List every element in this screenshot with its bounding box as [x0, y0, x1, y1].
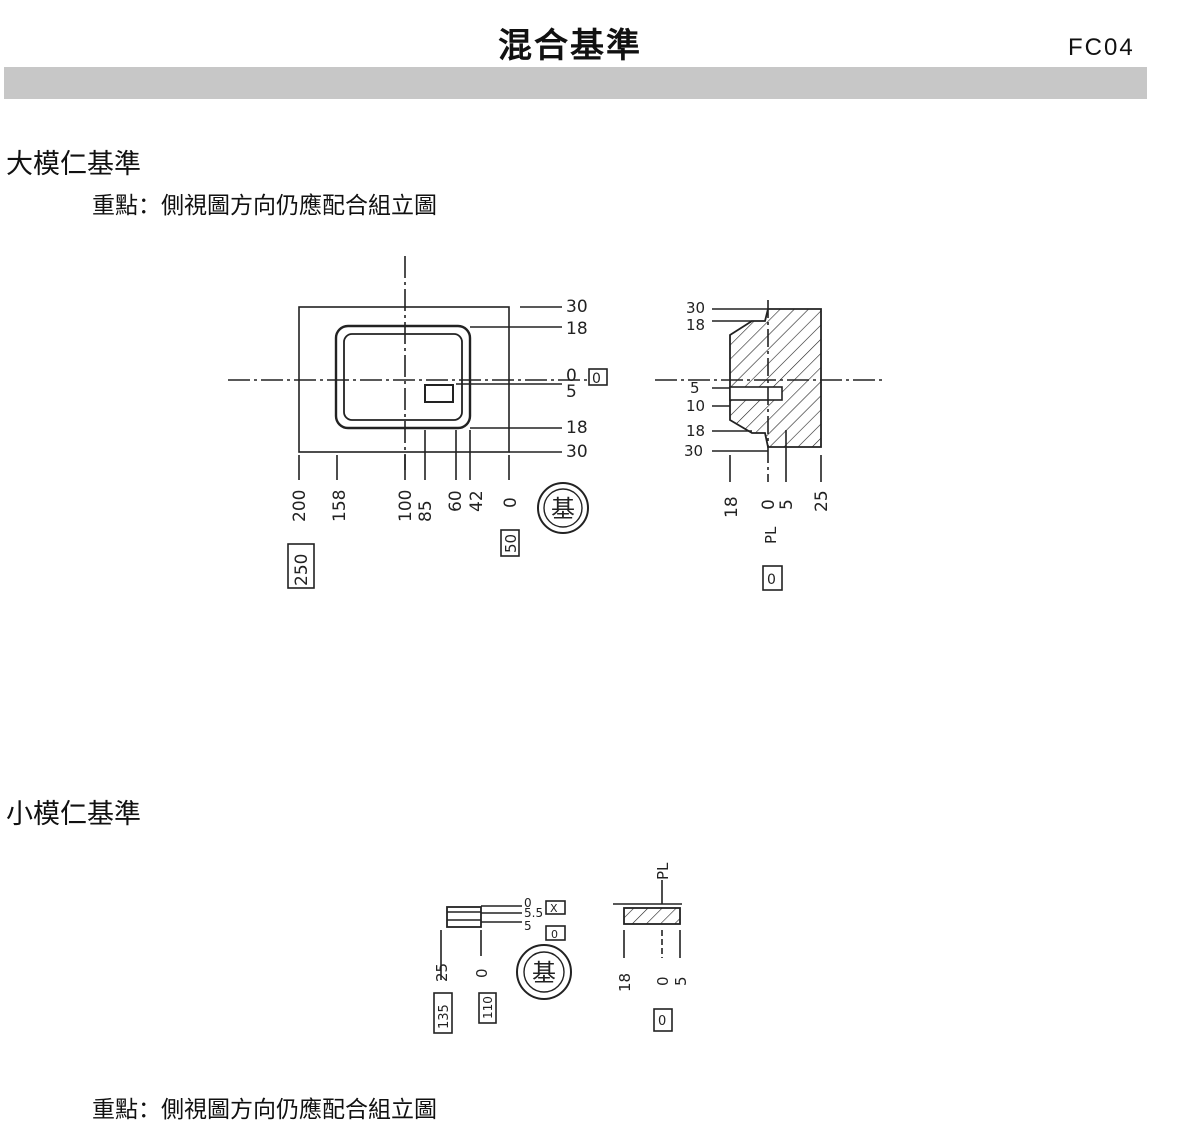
- dim-18-bottom: 18: [566, 418, 588, 438]
- datum-stamp-outer: [537, 482, 589, 534]
- small-boxed-110-frame: [478, 992, 497, 1024]
- small-stamp-inner: [523, 951, 565, 993]
- small-side-dim-5: 5: [672, 976, 690, 986]
- dim-30-bottom: 30: [566, 442, 588, 462]
- side-boxed-zero-label: 0: [767, 572, 776, 588]
- page-title: 混合基準: [498, 26, 642, 66]
- dim-158: 158: [330, 490, 350, 522]
- small-dim-0: 0: [524, 896, 532, 910]
- large-core-cavity-outer: [334, 324, 472, 430]
- dim-0: 0: [566, 366, 577, 386]
- small-side-hatched: [623, 907, 681, 925]
- dim-100: 100: [396, 490, 416, 522]
- dim-18-top: 18: [566, 319, 588, 339]
- side-dim-30-bottom: 30: [684, 442, 703, 460]
- small-dim-5: 5: [524, 919, 532, 933]
- side-dim-0: 0: [759, 499, 779, 510]
- small-side-dim-18: 18: [616, 973, 634, 992]
- side-dim-5: 5: [690, 379, 700, 397]
- small-stamp-outer: [516, 944, 572, 1000]
- small-boxed-zero-frame: [545, 925, 566, 941]
- section-heading-large-core: 大模仁基準: [6, 149, 141, 180]
- small-stamp-glyph: 基: [532, 959, 556, 987]
- small-side-pl: PL: [654, 862, 672, 880]
- small-core-outline: [446, 906, 482, 928]
- small-boxed-110-label: 110: [481, 996, 495, 1019]
- small-side-boxed-frame: [653, 1008, 673, 1032]
- large-core-cavity-inner: [343, 333, 463, 421]
- side-pl-label: PL: [762, 526, 780, 544]
- dim-85: 85: [416, 500, 436, 522]
- small-core-front-view: 0 5.5 5 X 0 25 0 135 110 基: [433, 896, 572, 1034]
- header-bar: [4, 67, 1147, 99]
- boxed-zero-label: 0: [592, 371, 601, 387]
- boxed-zero-frame: [588, 368, 608, 386]
- boxed-50-label: 50: [502, 534, 520, 553]
- small-boxed-135-label: 135: [437, 1004, 452, 1029]
- datum-stamp-glyph: 基: [551, 495, 575, 523]
- small-dim-0-bottom: 0: [473, 968, 491, 978]
- side-dim-30-top: 30: [686, 299, 705, 317]
- small-core-side-view: PL 18 0 5 0: [613, 862, 690, 1032]
- side-dim-10: 10: [686, 397, 705, 415]
- small-boxed-x-frame: [545, 900, 566, 915]
- dim-200: 200: [290, 490, 310, 522]
- dim-42: 42: [467, 490, 487, 512]
- side-dim-18-top: 18: [686, 316, 705, 334]
- large-core-side-view: 30 18 5 10 18 30 18 0 5 25 PL 0: [655, 299, 886, 591]
- page-code: FC04: [1068, 34, 1135, 61]
- section-heading-small-core: 小模仁基準: [6, 799, 141, 830]
- section-note-small-core: 重點：側視圖方向仍應配合組立圖: [92, 1097, 437, 1123]
- side-dim-18: 18: [722, 496, 742, 518]
- small-boxed-x-label: X: [550, 902, 558, 915]
- datum-stamp-inner: [543, 488, 583, 528]
- side-dim-18-bottom: 18: [686, 422, 705, 440]
- dim-0-bottom: 0: [501, 497, 521, 508]
- small-side-dim-0: 0: [654, 976, 672, 986]
- boxed-250-label: 250: [292, 554, 312, 586]
- boxed-250-frame: [287, 543, 315, 589]
- dim-60: 60: [446, 490, 466, 512]
- boxed-50-frame: [500, 529, 520, 557]
- small-dim-25: 25: [433, 963, 451, 982]
- side-dim-25: 25: [812, 490, 832, 512]
- large-core-slot: [424, 384, 454, 403]
- side-boxed-zero-frame: [762, 565, 783, 591]
- dim-30-top: 30: [566, 297, 588, 317]
- side-profile-hatched: [729, 308, 822, 448]
- side-slot: [729, 386, 783, 401]
- small-boxed-zero-label: 0: [551, 928, 558, 941]
- section-note-large-core: 重點：側視圖方向仍應配合組立圖: [92, 193, 437, 219]
- small-dim-5-5: 5.5: [524, 906, 543, 920]
- large-core-front-view: 30 18 0 5 18 30 0 200 158 100 85 60 42 0…: [228, 256, 608, 589]
- small-boxed-135-frame: [433, 992, 453, 1034]
- large-core-outline: [298, 306, 510, 453]
- dim-5: 5: [566, 382, 577, 402]
- side-dim-5b: 5: [777, 499, 797, 510]
- small-side-boxed-label: 0: [658, 1014, 666, 1029]
